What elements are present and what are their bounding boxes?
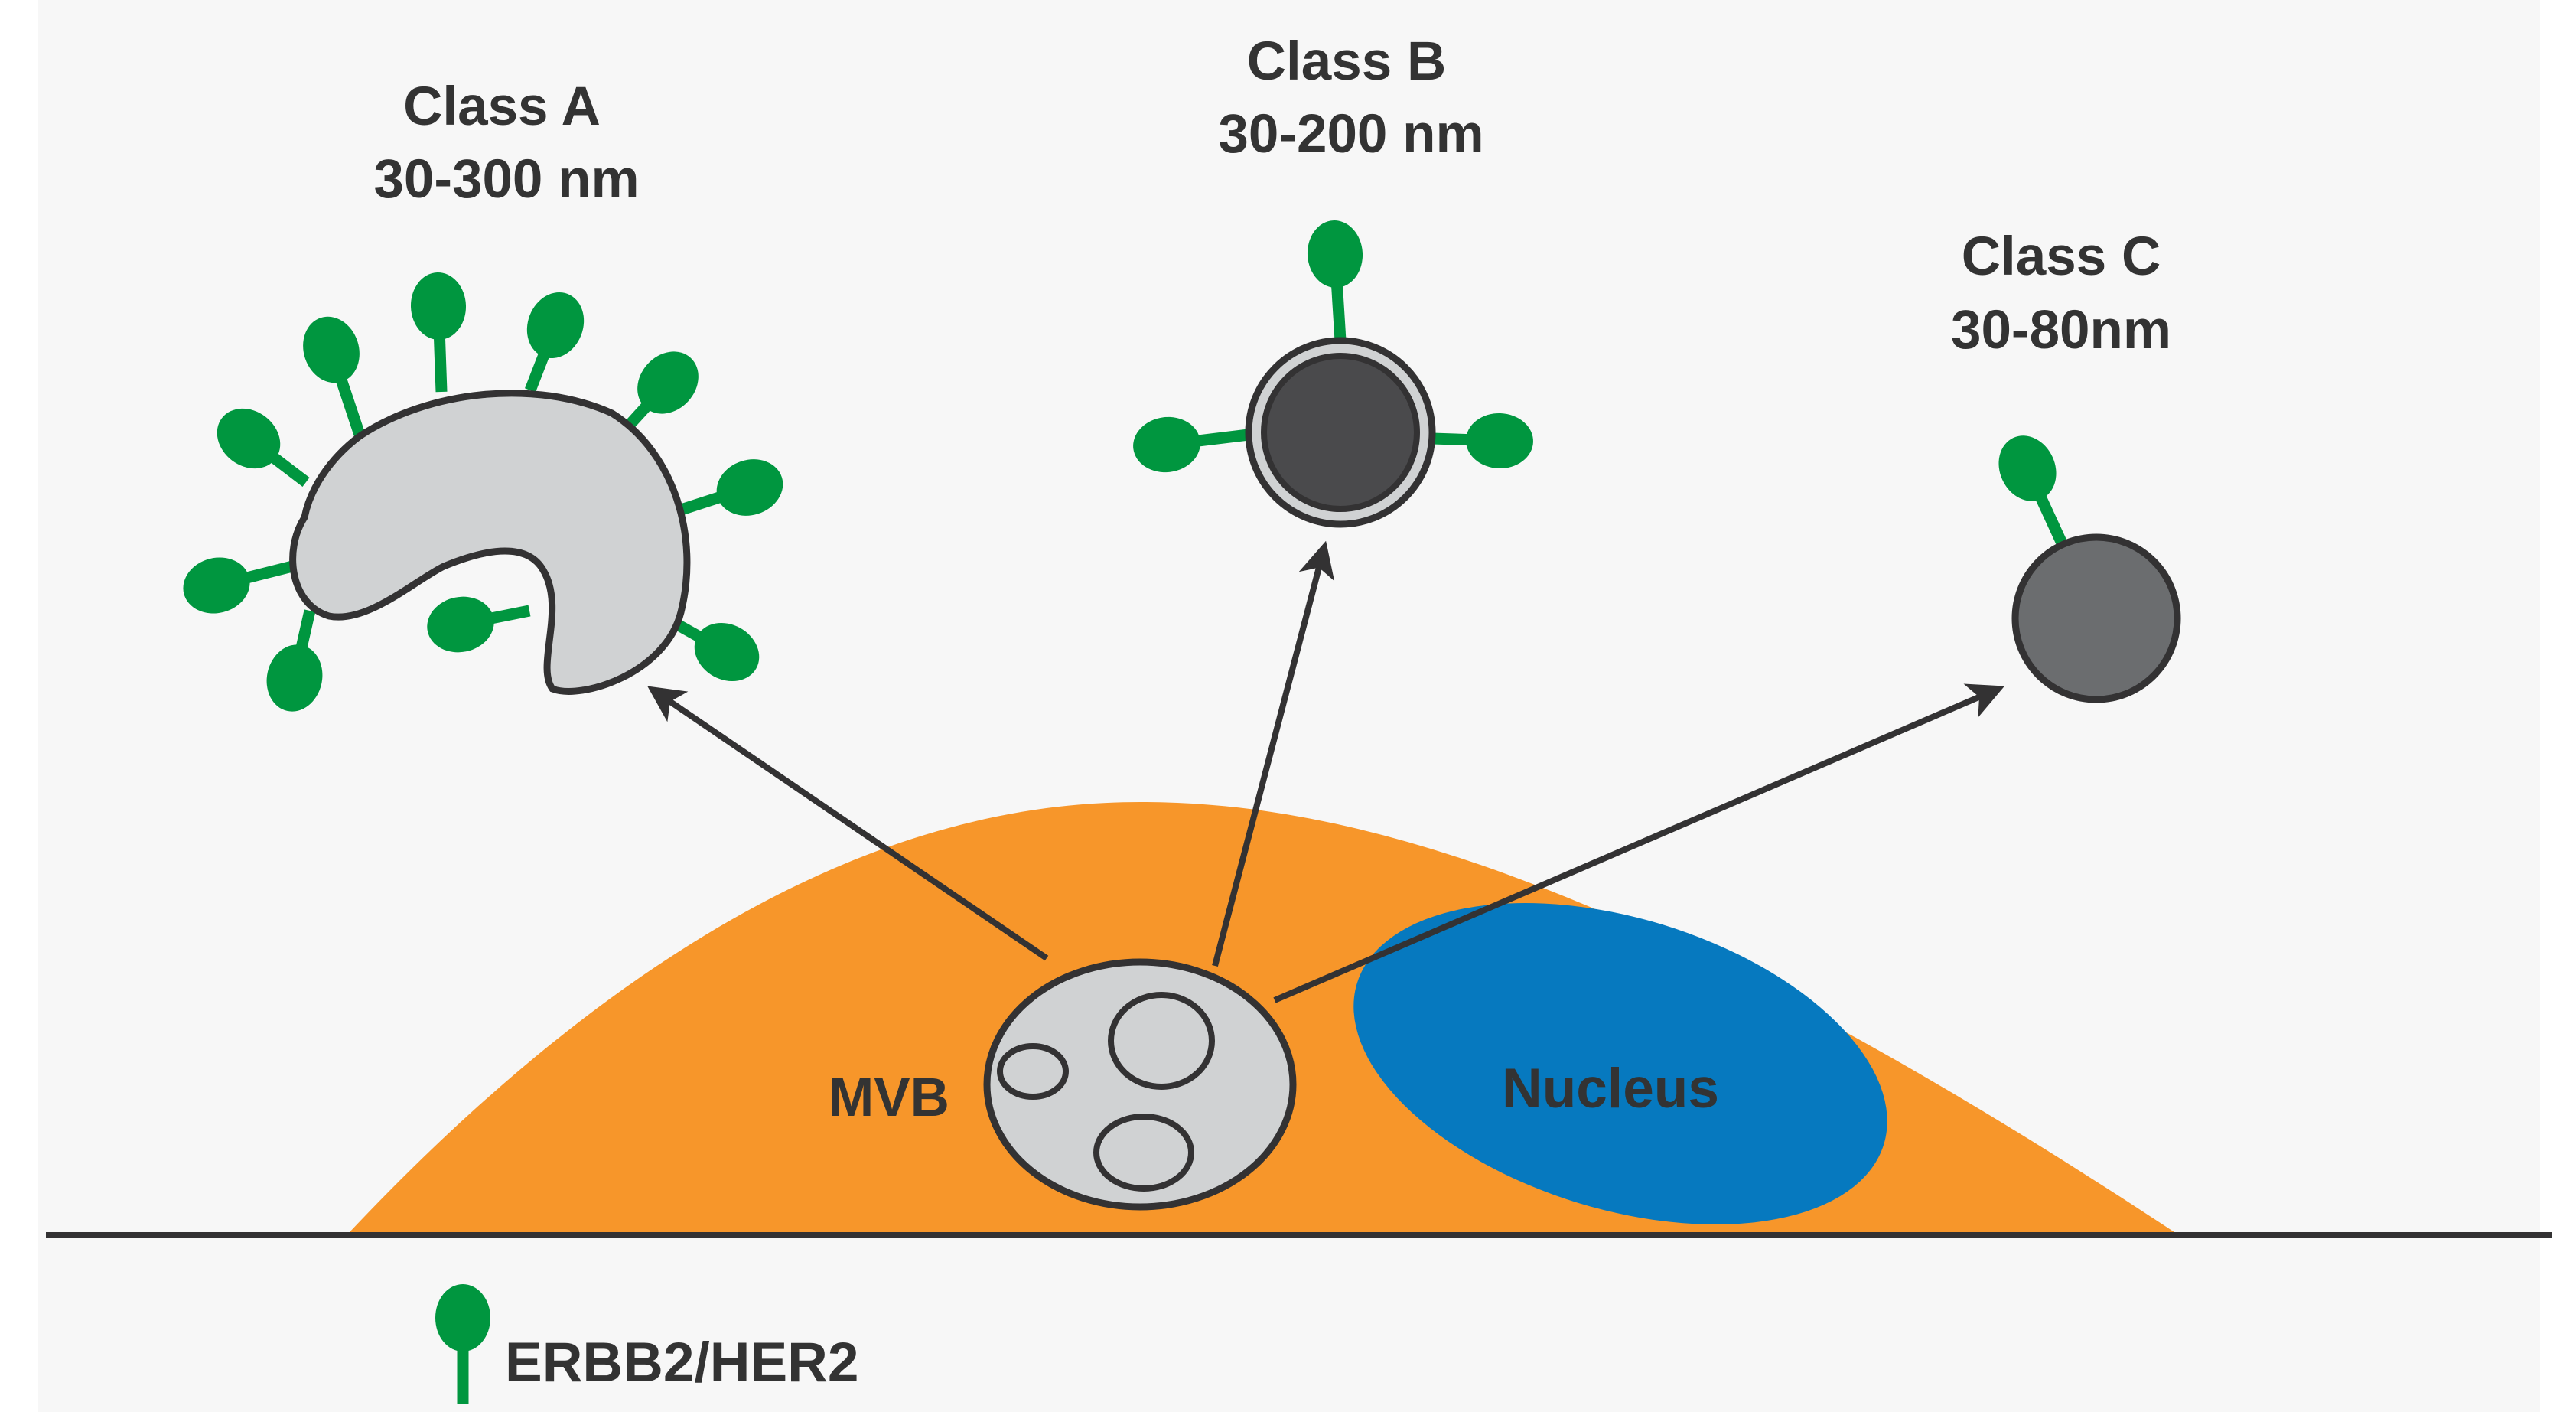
receptor-icon: [410, 272, 467, 393]
receptor-icon: [435, 1284, 490, 1404]
receptor-icon: [303, 316, 366, 437]
receptor-head: [694, 622, 760, 682]
receptor-head: [637, 351, 699, 414]
class-c-size: 30-80nm: [1951, 300, 2171, 360]
receptor-head: [1133, 416, 1200, 473]
arrow-to-class-a: [647, 686, 1049, 961]
class-b-core: [1261, 353, 1420, 512]
class-c-vesicle: [1998, 435, 2181, 703]
class-b-name: Class B: [1247, 31, 1446, 92]
class-a-receptors: [183, 272, 783, 712]
receptor-head: [303, 316, 360, 383]
receptor-head: [1466, 413, 1533, 469]
legend-label: ERBB2/HER2: [505, 1332, 858, 1394]
intraluminal-vesicle: [1093, 1114, 1194, 1192]
arrow-to-class-b: [1212, 540, 1335, 967]
receptor-head: [410, 272, 467, 340]
class-c-name: Class C: [1962, 227, 2161, 287]
intraluminal-vesicle: [1108, 992, 1215, 1090]
receptor-head: [217, 408, 281, 469]
nucleus-label: Nucleus: [1502, 1058, 1719, 1120]
receptor-icon: [427, 596, 531, 653]
nucleus: [1353, 903, 1887, 1224]
intraluminal-vesicle: [997, 1043, 1069, 1100]
class-c-receptors: [1998, 435, 2068, 548]
class-b-vesicle: [1133, 220, 1533, 528]
receptor-icon: [525, 292, 585, 393]
receptor-head: [716, 459, 783, 516]
arrow-to-class-c: [1273, 683, 2005, 1003]
receptor-head: [1998, 435, 2057, 501]
receptor-head: [427, 596, 494, 653]
class-b-receptors: [1133, 220, 1533, 473]
receptor-head: [183, 557, 250, 614]
receptor-icon: [266, 609, 323, 712]
receptor-icon: [624, 351, 699, 430]
receptor-icon: [435, 1284, 490, 1404]
class-c-membrane: [2011, 533, 2181, 703]
receptor-icon: [1133, 416, 1249, 473]
receptor-head: [435, 1284, 490, 1352]
class-a-membrane: [289, 390, 691, 695]
receptor-head: [266, 644, 323, 712]
receptor-head: [526, 292, 585, 359]
class-b-size: 30-200 nm: [1218, 104, 1483, 165]
receptor-icon: [1431, 413, 1533, 469]
receptor-icon: [217, 408, 310, 487]
legend: ERBB2/HER2: [435, 1284, 858, 1404]
receptor-icon: [1998, 435, 2068, 548]
mvb-label: MVB: [829, 1068, 949, 1128]
receptor-stalk: [333, 370, 366, 437]
class-a-name: Class A: [403, 77, 601, 137]
class-a-size: 30-300 nm: [373, 149, 639, 210]
receptor-head: [1307, 220, 1363, 288]
class-a-vesicle: [183, 272, 783, 712]
receptor-icon: [183, 557, 294, 614]
receptor-icon: [1307, 220, 1363, 341]
multivesicular-body: [983, 958, 1297, 1211]
